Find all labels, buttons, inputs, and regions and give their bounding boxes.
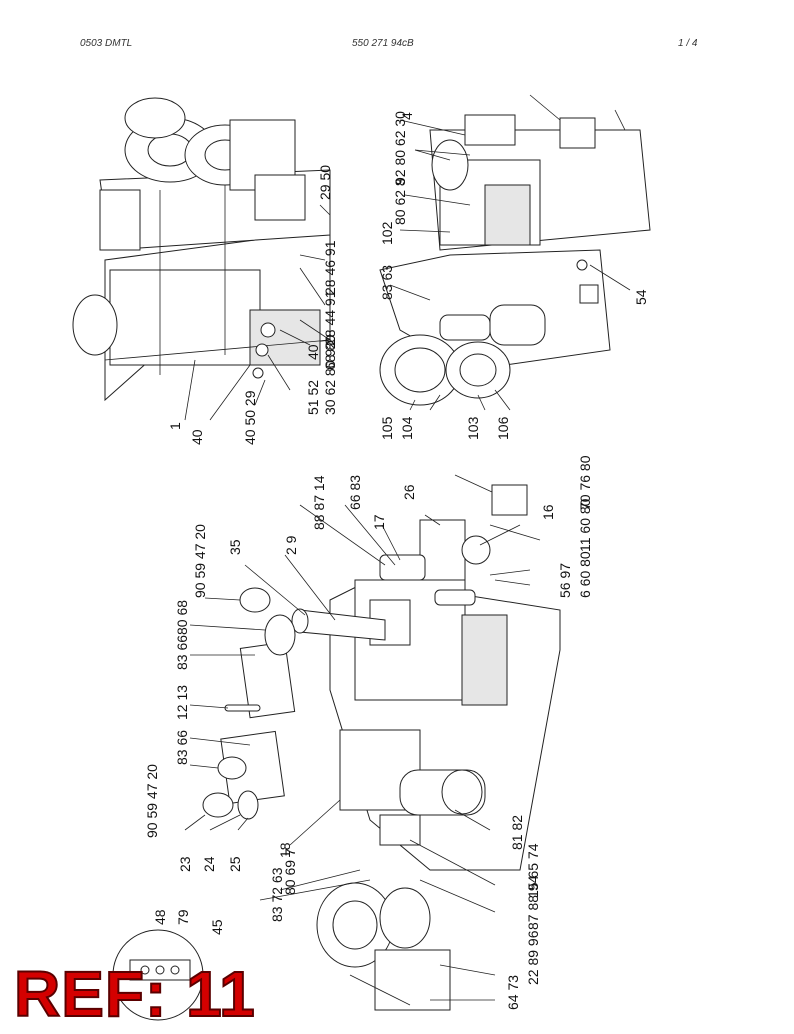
label-12: 12 13	[174, 685, 190, 720]
top-assembly	[72, 94, 651, 421]
round-cover	[72, 294, 118, 356]
valve-right	[559, 117, 596, 149]
panel-a	[239, 641, 296, 719]
label-92: 92 80 62 30	[392, 111, 408, 185]
label-24: 24	[201, 856, 217, 872]
header-center: 550 271 94cB	[352, 38, 414, 49]
label-102: 102	[379, 221, 395, 245]
label-18: 18	[277, 842, 293, 858]
label-4: 4	[399, 112, 415, 120]
header-left: 0503 DMTL	[80, 38, 133, 49]
label-79: 79	[175, 909, 191, 925]
end-cap	[264, 614, 296, 656]
filter-88	[379, 887, 431, 949]
label-48: 48	[152, 909, 168, 925]
label-80b: 80 69 7	[282, 848, 298, 895]
label-88: 88 87 14	[311, 475, 327, 530]
cylinder-b	[489, 304, 546, 346]
label-81: 81 82	[509, 815, 525, 850]
filter-top	[124, 97, 186, 139]
label-87: 87 88 94	[525, 875, 541, 930]
label-16: 16	[540, 504, 556, 520]
label-83c: 83 72 63	[269, 867, 285, 922]
label-2: 2 9	[283, 535, 299, 555]
label-83a: 83 66	[174, 635, 190, 670]
label-28b: 28 44 91	[322, 290, 338, 345]
cap-a	[431, 139, 469, 191]
label-40c: 40 50 29	[242, 390, 258, 445]
label-105: 105	[379, 416, 395, 440]
label-17: 17	[371, 514, 387, 530]
label-80a: 80 68	[174, 600, 190, 635]
label-35: 35	[227, 539, 243, 555]
label-29: 29 50	[317, 165, 333, 200]
label-80: 80 62 8	[392, 178, 408, 225]
label-22: 22 89 96	[525, 930, 541, 985]
header-right: 1 / 4	[678, 38, 698, 49]
label-56: 56 97	[557, 563, 573, 598]
label-70: 70 76 80	[577, 455, 593, 510]
label-40b: 40	[189, 429, 205, 445]
label-25: 25	[227, 856, 243, 872]
label-40: 40	[305, 344, 321, 360]
label-106: 106	[495, 416, 511, 440]
label-30: 30 62 80 92	[322, 341, 338, 415]
label-90b: 90 59 47 20	[144, 764, 160, 838]
label-103: 103	[465, 416, 481, 440]
valve-manifold	[461, 614, 508, 706]
label-54: 54	[633, 289, 649, 305]
label-68: 68 80	[322, 335, 338, 370]
block-right	[254, 174, 306, 221]
label-26: 26	[401, 484, 417, 500]
valve-70	[491, 484, 528, 516]
valve-top	[464, 114, 516, 146]
label-6: 6 60 80	[577, 551, 593, 598]
label-66: 66 83	[347, 475, 363, 510]
bottom-labels: 88 87 14 66 83 26 70 76 80 16 17 11 60 8…	[144, 455, 593, 1010]
cap-23	[202, 792, 234, 818]
label-15: 15 65 74	[525, 843, 541, 898]
ring-24	[237, 790, 259, 820]
label-90a: 90 59 47 20	[192, 524, 208, 598]
label-1: 1	[167, 422, 183, 430]
bracket-15	[379, 814, 421, 846]
label-11: 11 60 80	[577, 498, 593, 552]
label-83b: 83 66	[174, 730, 190, 765]
cap-20a	[239, 587, 271, 613]
label-64: 64 73	[505, 975, 521, 1010]
housing-26	[419, 519, 466, 581]
label-51: 51 52	[305, 380, 321, 415]
valve-17	[379, 554, 426, 581]
bottom-assembly	[112, 474, 561, 1021]
label-45: 45	[209, 919, 225, 935]
top-labels: 4 92 80 62 30 29 50 80 62 8 102 28 46 91…	[167, 111, 649, 445]
cap-20b	[217, 756, 247, 780]
label-83: 83 63	[379, 265, 395, 300]
housing-box	[109, 269, 261, 366]
fan-16	[461, 535, 491, 565]
label-28a: 28 46 91	[322, 240, 338, 295]
valve-block	[484, 184, 531, 246]
ref-stamp: REF: 11	[13, 958, 256, 1030]
box-22	[374, 949, 451, 1011]
label-23: 23	[177, 856, 193, 872]
label-104: 104	[399, 416, 415, 440]
